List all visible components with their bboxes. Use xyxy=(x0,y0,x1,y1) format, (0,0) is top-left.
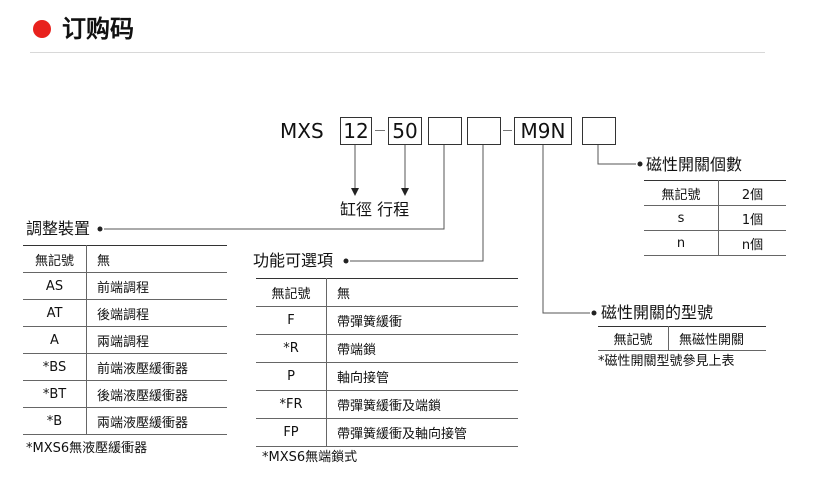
bore-code-box: 12 xyxy=(340,117,372,145)
description-cell: 軸向接管 xyxy=(326,362,518,391)
adjust-section-title: 調整裝置 xyxy=(26,219,91,238)
option-code-box xyxy=(467,117,501,145)
description-cell: n個 xyxy=(718,230,786,256)
switch-type-note: *磁性開關型號參見上表 xyxy=(598,354,735,369)
description-cell: 無 xyxy=(326,278,518,307)
description-cell: 兩端調程 xyxy=(86,326,227,354)
code-cell: AS xyxy=(23,272,87,300)
description-cell: 後端液壓緩衝器 xyxy=(86,380,227,408)
code-cell: *BS xyxy=(23,353,87,381)
code-cell: F xyxy=(256,306,327,335)
model-prefix: MXS xyxy=(280,119,324,143)
description-cell: 1個 xyxy=(718,205,786,231)
description-cell: 帶彈簧緩衝 xyxy=(326,306,518,335)
description-cell: 前端調程 xyxy=(86,272,227,300)
description-cell: 前端液壓緩衝器 xyxy=(86,353,227,381)
switch-model-box: M9N xyxy=(514,117,572,145)
table-row: 無記號無磁性開關 xyxy=(598,326,766,351)
option-note: *MXS6無端鎖式 xyxy=(262,450,358,465)
code-cell: P xyxy=(256,362,327,391)
code-cell: *BT xyxy=(23,380,87,408)
description-cell: 後端調程 xyxy=(86,299,227,327)
switch-type-table: 無記號無磁性開關 xyxy=(598,326,766,351)
adjust-note: *MXS6無液壓緩衝器 xyxy=(26,441,148,456)
header-divider xyxy=(30,52,765,53)
description-cell: 帶彈簧緩衝及軸向接管 xyxy=(326,418,518,447)
page-title: 订购码 xyxy=(62,15,134,43)
switch-count-box xyxy=(582,117,616,145)
description-cell: 無 xyxy=(86,245,227,273)
code-cell: A xyxy=(23,326,87,354)
code-cell: *B xyxy=(23,407,87,435)
red-bullet-icon xyxy=(33,20,51,38)
description-cell: 帶端鎖 xyxy=(326,334,518,363)
adjust-code-box xyxy=(428,117,462,145)
code-separator xyxy=(375,130,385,131)
code-cell: 無記號 xyxy=(598,326,669,351)
description-cell: 帶彈簧緩衝及端鎖 xyxy=(326,390,518,419)
code-cell: 無記號 xyxy=(256,278,327,307)
bore-stroke-label: 缸徑 行程 xyxy=(340,200,410,219)
description-cell: 兩端液壓緩衝器 xyxy=(86,407,227,435)
code-cell: *R xyxy=(256,334,327,363)
stroke-code-box: 50 xyxy=(388,117,422,145)
description-cell: 2個 xyxy=(718,180,786,206)
code-cell: 無記號 xyxy=(23,245,87,273)
table-row: 無記號無 xyxy=(23,245,227,273)
switch-type-title: 磁性開關的型號 xyxy=(601,303,714,322)
code-cell: *FR xyxy=(256,390,327,419)
code-cell: FP xyxy=(256,418,327,447)
option-section-title: 功能可選項 xyxy=(253,251,334,270)
code-cell: n xyxy=(644,230,719,256)
table-row: 無記號無 xyxy=(256,278,518,307)
code-cell: 無記號 xyxy=(644,180,719,206)
code-separator-2 xyxy=(503,130,512,131)
code-cell: AT xyxy=(23,299,87,327)
switch-count-title: 磁性開關個數 xyxy=(646,155,743,174)
description-cell: 無磁性開關 xyxy=(668,326,766,351)
code-cell: s xyxy=(644,205,719,231)
